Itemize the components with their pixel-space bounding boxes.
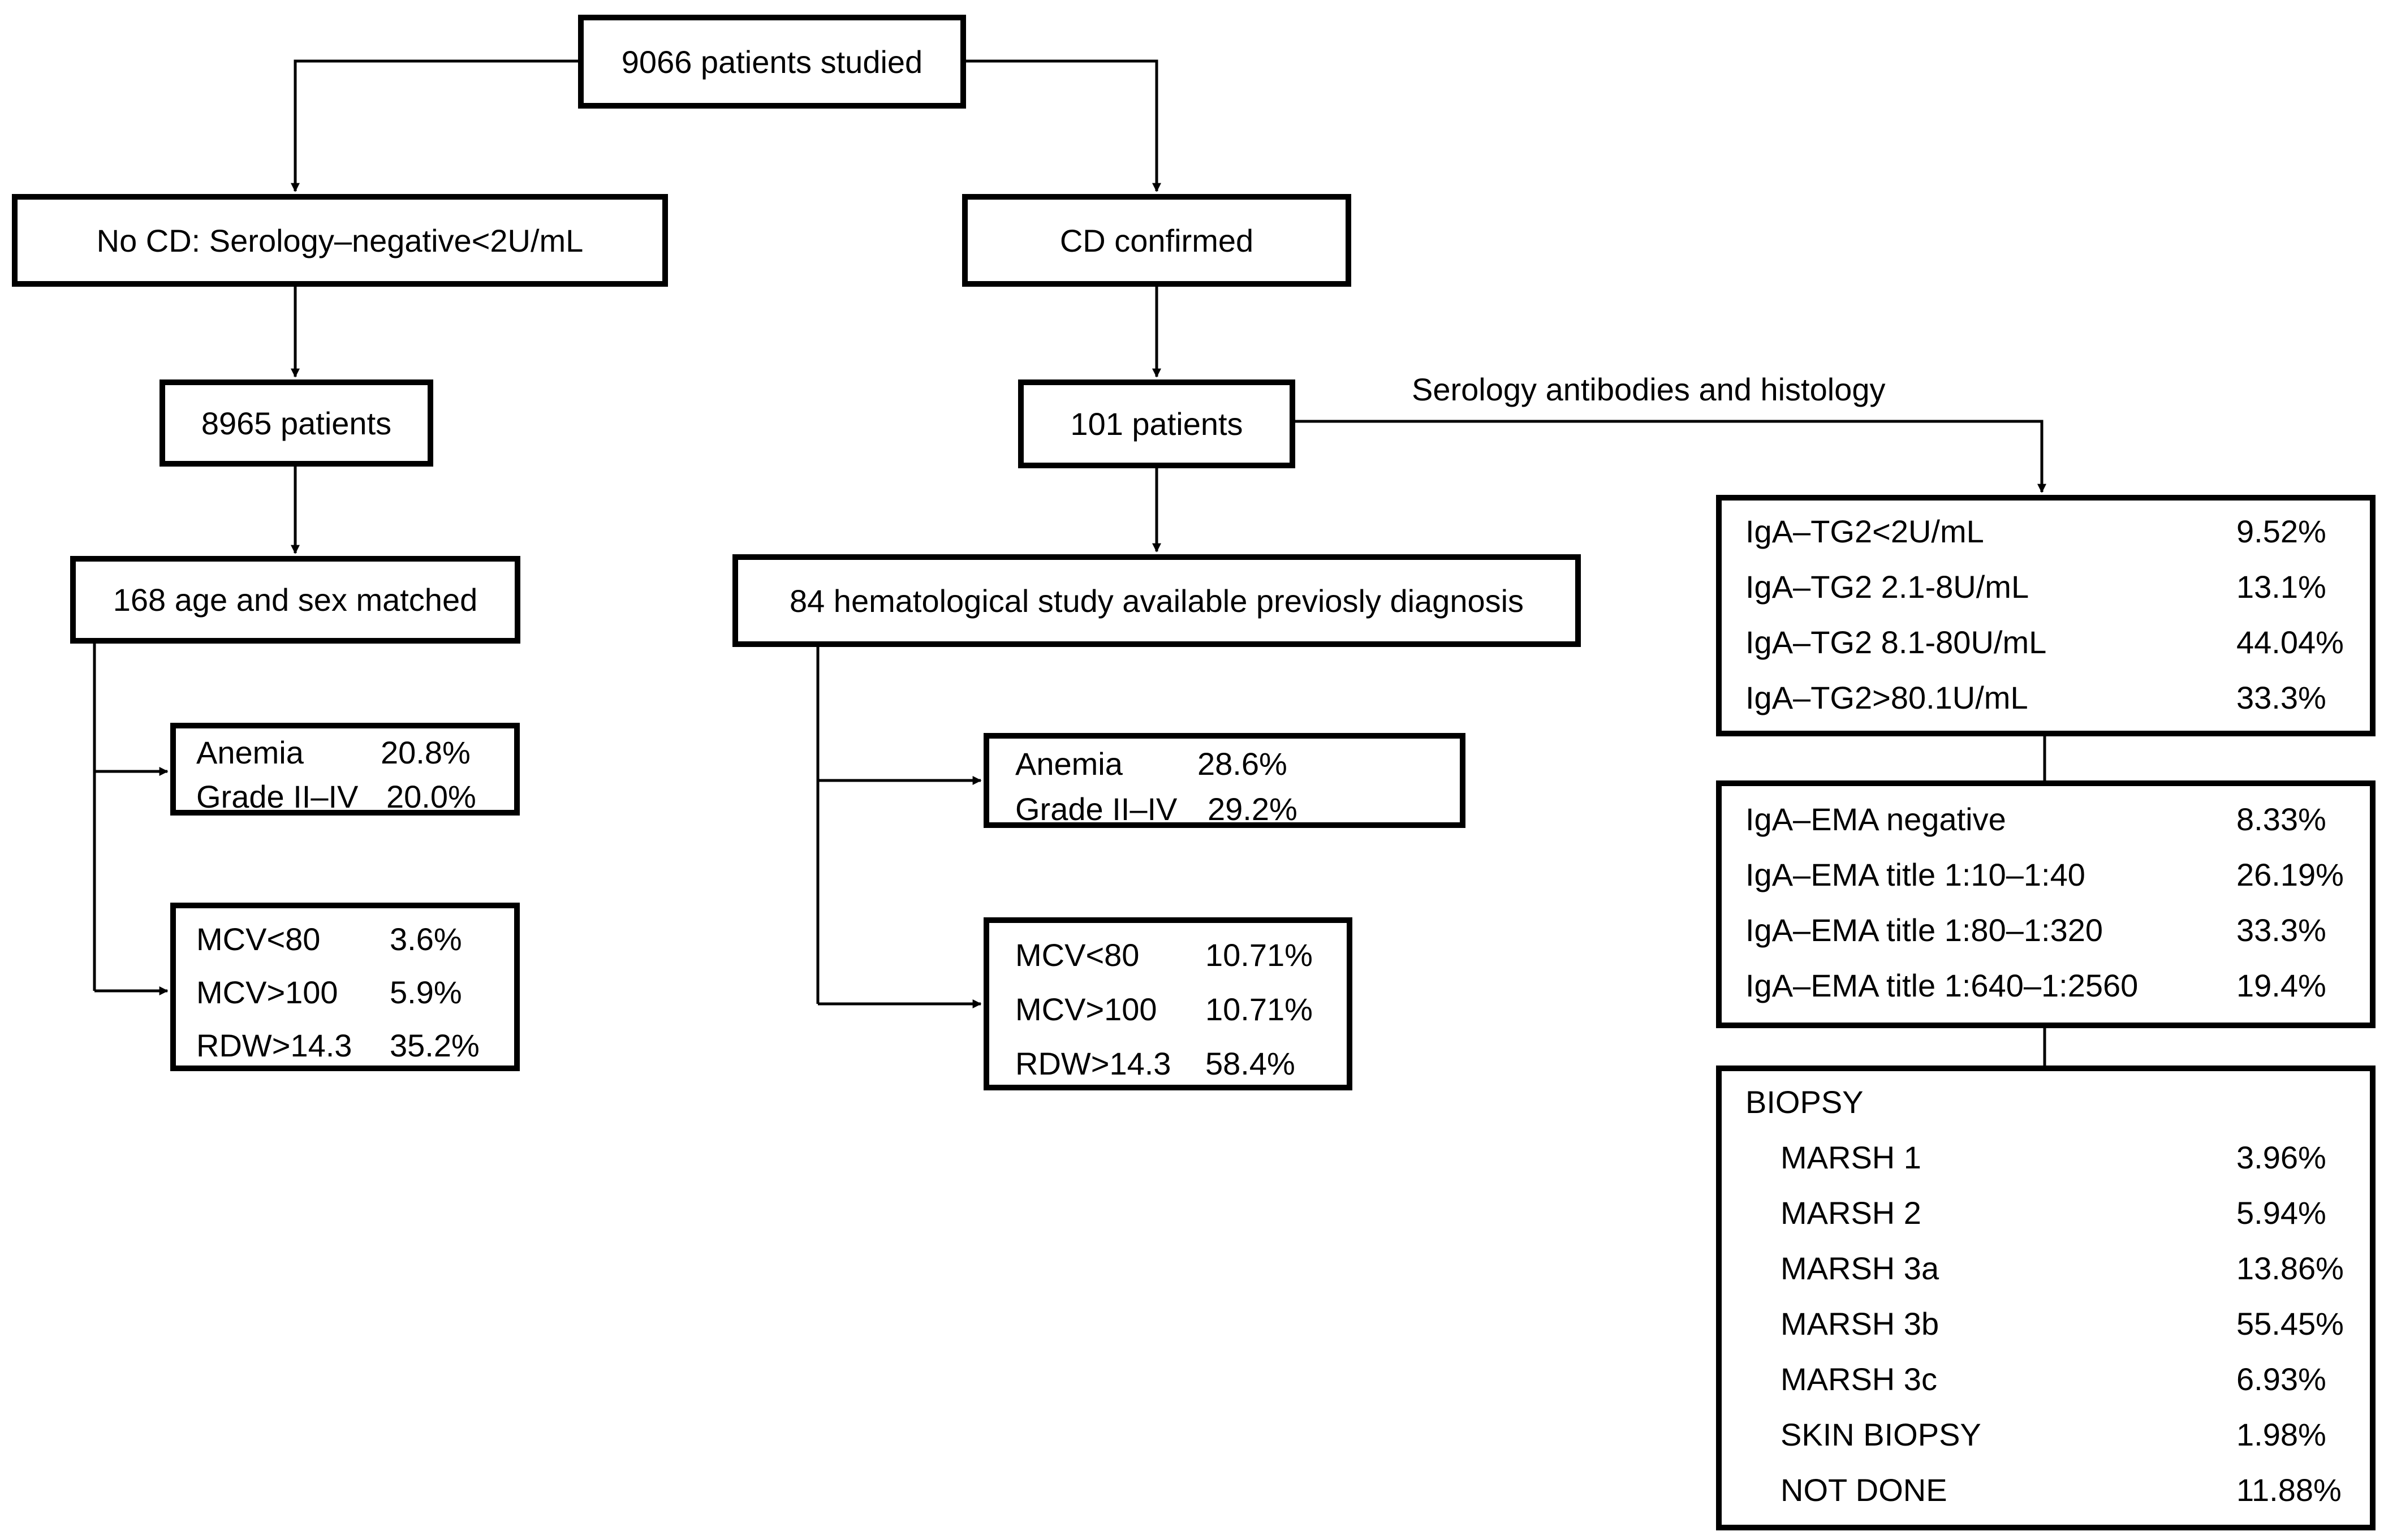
ema-row-2-value: 26.19% [2236, 857, 2344, 892]
middle-mcv-low-value: 10.71% [1205, 937, 1313, 973]
middle-mcv-low-label: MCV<80 [1015, 937, 1140, 973]
matched-node: 168 age and sex matched [70, 556, 520, 644]
tg2-row-2-value: 13.1% [2236, 569, 2326, 605]
biopsy-row-1-label: MARSH 1 [1781, 1140, 1921, 1175]
tg2-row-3-label: IgA–TG2 8.1-80U/mL [1745, 624, 2047, 660]
biopsy-row-6-value: 1.98% [2236, 1417, 2326, 1452]
tg2-box: IgA–TG2<2U/mL 9.52% IgA–TG2 2.1-8U/mL 13… [1716, 495, 2376, 736]
arrow-101-to-tg2 [1292, 420, 2047, 493]
biopsy-row-4-value: 55.45% [2236, 1306, 2344, 1341]
left-rdw-value: 35.2% [390, 1028, 480, 1063]
left-anemia-box: Anemia 20.8% Grade II–IV 20.0% [170, 723, 520, 816]
left-anemia-label: Anemia [196, 735, 304, 770]
biopsy-row-7-value: 11.88% [2236, 1472, 2342, 1508]
middle-anemia-value: 28.6% [1197, 746, 1287, 782]
tg2-row-3-value: 44.04% [2236, 624, 2344, 660]
hematological-study-node: 84 hematological study available previos… [732, 554, 1581, 647]
arrow-root-to-no-cd [290, 59, 578, 192]
biopsy-row-4-label: MARSH 3b [1781, 1306, 1939, 1341]
biopsy-row-5-label: MARSH 3c [1781, 1361, 1937, 1397]
ema-row-2-label: IgA–EMA title 1:10–1:40 [1745, 857, 2085, 892]
matched-label: 168 age and sex matched [113, 582, 478, 618]
ema-row-1-label: IgA–EMA negative [1745, 801, 2006, 837]
cd-confirmed-node: CD confirmed [962, 194, 1351, 287]
left-mcv-high-value: 5.9% [390, 974, 462, 1010]
biopsy-row-1-value: 3.96% [2236, 1140, 2326, 1175]
cd-count-node: 101 patients [1018, 379, 1295, 468]
root-label: 9066 patients studied [621, 44, 923, 80]
middle-rdw-value: 58.4% [1205, 1046, 1295, 1081]
ema-box: IgA–EMA negative 8.33% IgA–EMA title 1:1… [1716, 780, 2376, 1028]
no-cd-node: No CD: Serology–negative<2U/mL [12, 194, 668, 287]
biopsy-row-3-label: MARSH 3a [1781, 1250, 1939, 1286]
no-cd-count-label: 8965 patients [201, 405, 392, 441]
tg2-row-1-value: 9.52% [2236, 514, 2326, 549]
hematological-study-label: 84 hematological study available previos… [789, 583, 1524, 619]
left-rdw-label: RDW>14.3 [196, 1028, 352, 1063]
middle-grade-label: Grade II–IV [1015, 791, 1178, 827]
left-mcv-high-label: MCV>100 [196, 974, 338, 1010]
root-node: 9066 patients studied [578, 15, 966, 109]
left-mcv-low-value: 3.6% [390, 921, 462, 957]
middle-indices-box: MCV<80 10.71% MCV>100 10.71% RDW>14.3 58… [984, 917, 1352, 1090]
biopsy-row-2-label: MARSH 2 [1781, 1195, 1921, 1231]
biopsy-row-5-value: 6.93% [2236, 1361, 2326, 1397]
left-anemia-value: 20.8% [381, 735, 471, 770]
ema-row-4-label: IgA–EMA title 1:640–1:2560 [1745, 968, 2139, 1003]
serology-connector-label: Serology antibodies and histology [1412, 372, 1886, 407]
ema-row-3-value: 33.3% [2236, 912, 2326, 948]
middle-mcv-high-value: 10.71% [1205, 991, 1313, 1027]
arrow-root-to-cd-confirmed [966, 59, 1162, 192]
ema-row-4-value: 19.4% [2236, 968, 2326, 1003]
biopsy-row-6-label: SKIN BIOPSY [1781, 1417, 1981, 1452]
tg2-row-4-value: 33.3% [2236, 680, 2326, 715]
tg2-row-1-label: IgA–TG2<2U/mL [1745, 514, 1984, 549]
cd-count-label: 101 patients [1070, 406, 1243, 442]
left-grade-value: 20.0% [386, 779, 476, 814]
middle-rdw-label: RDW>14.3 [1015, 1046, 1171, 1081]
middle-anemia-label: Anemia [1015, 746, 1123, 782]
tg2-row-4-label: IgA–TG2>80.1U/mL [1745, 680, 2028, 715]
biopsy-row-7-label: NOT DONE [1781, 1472, 1947, 1508]
no-cd-count-node: 8965 patients [159, 379, 433, 467]
left-indices-box: MCV<80 3.6% MCV>100 5.9% RDW>14.3 35.2% [170, 903, 520, 1071]
cd-confirmed-label: CD confirmed [1059, 222, 1254, 258]
middle-anemia-box: Anemia 28.6% Grade II–IV 29.2% [984, 733, 1465, 828]
biopsy-row-3-value: 13.86% [2236, 1250, 2344, 1286]
ema-row-1-value: 8.33% [2236, 801, 2326, 837]
biopsy-title: BIOPSY [1745, 1084, 1864, 1120]
no-cd-label: No CD: Serology–negative<2U/mL [96, 222, 584, 258]
middle-mcv-high-label: MCV>100 [1015, 991, 1157, 1027]
biopsy-row-2-value: 5.94% [2236, 1195, 2326, 1231]
biopsy-box: BIOPSY MARSH 1 3.96% MARSH 2 5.94% MARSH… [1716, 1066, 2376, 1530]
left-grade-label: Grade II–IV [196, 779, 359, 814]
middle-grade-value: 29.2% [1208, 791, 1297, 827]
ema-row-3-label: IgA–EMA title 1:80–1:320 [1745, 912, 2103, 948]
tg2-row-2-label: IgA–TG2 2.1-8U/mL [1745, 569, 2029, 605]
left-mcv-low-label: MCV<80 [196, 921, 321, 957]
